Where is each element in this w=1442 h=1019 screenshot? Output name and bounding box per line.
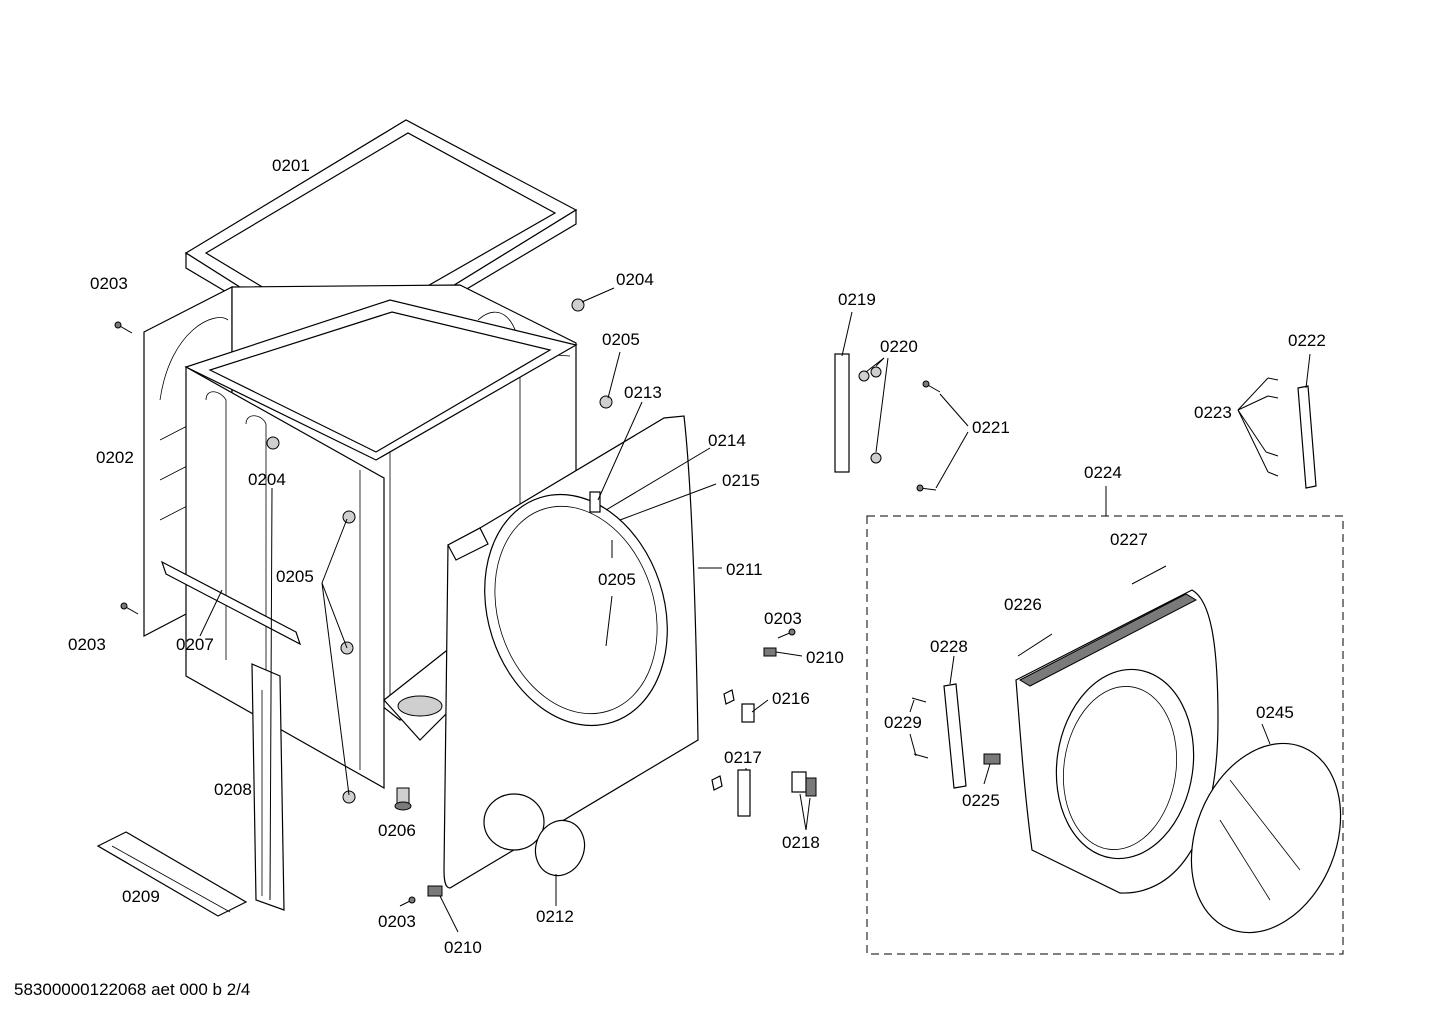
part-0219-hinge xyxy=(834,353,882,473)
label-0207: 0207 xyxy=(176,635,214,654)
label-0221: 0221 xyxy=(972,418,1010,437)
label-0218: 0218 xyxy=(782,833,820,852)
label-0203: 0203 xyxy=(764,609,802,628)
part-0209-base-plate xyxy=(96,831,248,917)
part-0228-hinge-bracket xyxy=(911,683,1001,789)
label-0203: 0203 xyxy=(68,635,106,654)
group-0224-door-assembly xyxy=(866,515,1344,955)
screws-0221 xyxy=(916,380,941,492)
label-0203: 0203 xyxy=(378,912,416,931)
part-0222-latch xyxy=(1265,377,1317,489)
label-0214: 0214 xyxy=(708,431,746,450)
label-0226: 0226 xyxy=(1004,595,1042,614)
label-0217: 0217 xyxy=(724,748,762,767)
label-0222: 0222 xyxy=(1288,331,1326,350)
label-0211: 0211 xyxy=(726,560,763,579)
label-0205: 0205 xyxy=(598,570,636,589)
label-0220: 0220 xyxy=(880,337,918,356)
label-0212: 0212 xyxy=(536,907,574,926)
label-0206: 0206 xyxy=(378,821,416,840)
screws-0203 xyxy=(114,321,796,907)
label-0215: 0215 xyxy=(722,471,760,490)
label-0210: 0210 xyxy=(806,648,844,667)
part-0211-front-panel xyxy=(443,415,699,889)
small-parts-0216-0218 xyxy=(711,689,817,817)
label-0205: 0205 xyxy=(276,567,314,586)
label-0209: 0209 xyxy=(122,887,160,906)
label-0216: 0216 xyxy=(772,689,810,708)
label-0203: 0203 xyxy=(90,274,128,293)
part-labels: 0201 0203 0204 0205 0213 0202 0214 0204 … xyxy=(68,156,1326,957)
part-0207-rail xyxy=(160,560,302,646)
label-0229: 0229 xyxy=(884,713,922,732)
part-0208-strip xyxy=(251,663,285,911)
label-0224: 0224 xyxy=(1084,463,1122,482)
part-0206-foot xyxy=(394,787,412,811)
label-0223: 0223 xyxy=(1194,403,1232,422)
label-0225: 0225 xyxy=(962,791,1000,810)
label-0210: 0210 xyxy=(444,938,482,957)
label-0205: 0205 xyxy=(602,330,640,349)
label-0202: 0202 xyxy=(96,448,134,467)
part-0245-door-glass xyxy=(1190,742,1342,934)
label-0245: 0245 xyxy=(1256,703,1294,722)
label-0204: 0204 xyxy=(616,270,654,289)
label-0227: 0227 xyxy=(1110,530,1148,549)
label-0228: 0228 xyxy=(930,637,968,656)
label-0208: 0208 xyxy=(214,780,252,799)
label-0219: 0219 xyxy=(838,290,876,309)
label-0201: 0201 xyxy=(272,156,310,175)
leader-lines xyxy=(199,287,1311,933)
part-0227-door-ring xyxy=(1015,589,1219,894)
label-0213: 0213 xyxy=(624,383,662,402)
label-0204: 0204 xyxy=(248,470,286,489)
part-0212-round-cover xyxy=(534,819,586,877)
document-code: 58300000122068 aet 000 b 2/4 xyxy=(14,980,251,999)
